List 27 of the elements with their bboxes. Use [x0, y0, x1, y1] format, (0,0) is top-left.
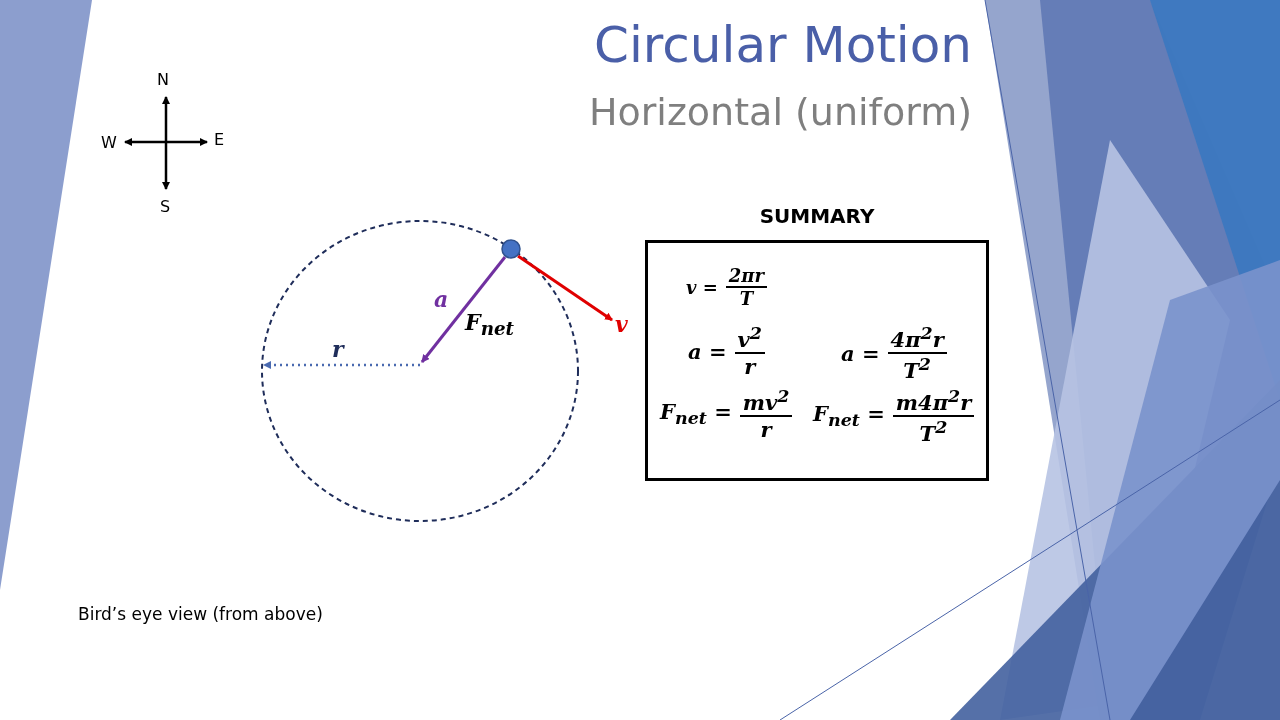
- caption-text: Bird’s eye view (from above): [78, 604, 323, 624]
- denominator: r: [760, 417, 772, 442]
- numerator: v$^{2}$: [734, 323, 765, 354]
- formula-text: F$_{net}$ =: [813, 401, 885, 431]
- vector-label: v: [615, 311, 628, 337]
- numerator: mv$^{2}$: [739, 386, 793, 417]
- compass-label: S: [160, 197, 171, 216]
- numerator: 2πr: [725, 265, 767, 288]
- compass-label: W: [101, 133, 117, 152]
- denominator: T$^{2}$: [919, 417, 948, 446]
- vector-label: a: [434, 286, 449, 312]
- formula-text: a =: [841, 340, 880, 366]
- compass-label: E: [214, 130, 225, 149]
- title: Circular Motion: [594, 16, 972, 74]
- vector-label: F$_{net}$: [465, 309, 515, 340]
- compass-label: N: [157, 70, 169, 89]
- section-heading: SUMMARY: [758, 204, 876, 228]
- formula-text: v =: [686, 276, 718, 298]
- denominator: r: [744, 354, 756, 379]
- subtitle: Horizontal (uniform): [588, 90, 972, 134]
- radius-label: r: [332, 336, 344, 362]
- denominator: T: [739, 288, 754, 309]
- numerator: m4π$^{2}$r: [892, 386, 975, 417]
- denominator: T$^{2}$: [903, 354, 932, 383]
- numerator: 4π$^{2}$r: [887, 323, 947, 354]
- formula-text: F$_{net}$ =: [660, 399, 732, 429]
- formula-text: a =: [688, 338, 727, 364]
